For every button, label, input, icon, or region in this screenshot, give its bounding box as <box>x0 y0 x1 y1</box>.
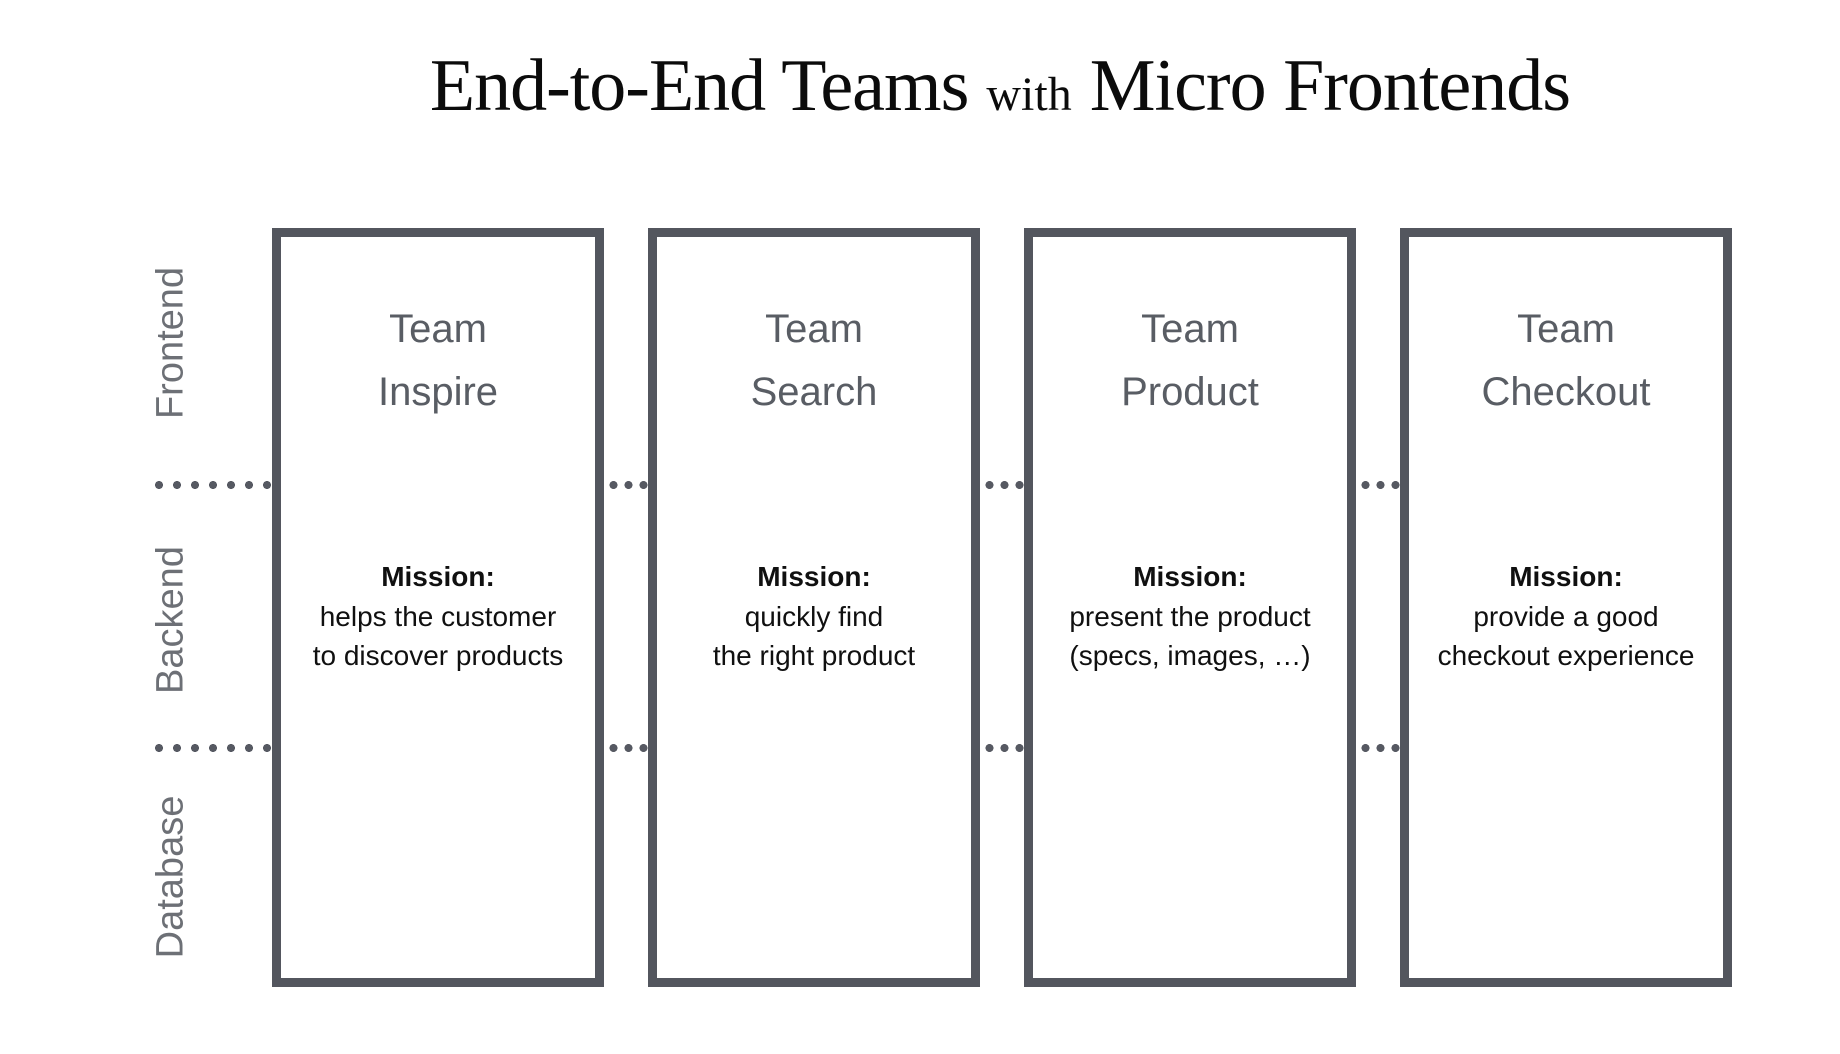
row-label-backend: Backend <box>149 546 192 694</box>
title-part-end-to-end-teams: End-to-End Teams <box>429 45 969 127</box>
team-name-line2: Product <box>1121 370 1259 414</box>
mission-text: Mission: present the product (specs, ima… <box>1069 557 1310 676</box>
mission-label: Mission: <box>757 560 871 592</box>
team-product-frontend-band: Team Product <box>1033 237 1347 485</box>
mission-line1: quickly find <box>744 600 884 632</box>
dotted-divider-frontend-backend-gap3 <box>1358 480 1400 490</box>
team-checkout-backend-band: Mission: provide a good checkout experie… <box>1409 485 1723 748</box>
team-checkout-database-band <box>1409 748 1723 978</box>
team-name-line2: Search <box>750 370 878 414</box>
dotted-divider-frontend-backend-left <box>150 480 271 490</box>
dotted-divider-backend-database-left <box>150 743 271 753</box>
team-name-line1: Team <box>389 306 487 351</box>
team-checkout-frontend-band: Team Checkout <box>1409 237 1723 485</box>
team-box-search: Team Search Mission: quickly find the ri… <box>648 228 980 987</box>
title-part-micro-frontends: Micro Frontends <box>1089 45 1571 127</box>
mission-line2: checkout experience <box>1437 640 1695 672</box>
mission-label: Mission: <box>1133 560 1247 592</box>
mission-line1: present the product <box>1069 600 1311 632</box>
dotted-divider-backend-database-gap3 <box>1358 743 1400 753</box>
team-name-line1: Team <box>765 306 863 351</box>
mission-line2: (specs, images, …) <box>1069 640 1311 672</box>
mission-label: Mission: <box>381 560 495 592</box>
team-name-line2: Checkout <box>1481 370 1651 414</box>
team-inspire-frontend-band: Team Inspire <box>281 237 595 485</box>
team-name-line2: Inspire <box>377 370 499 414</box>
team-name: Team Product <box>1121 298 1259 424</box>
mission-line1: provide a good <box>1473 600 1659 632</box>
team-search-backend-band: Mission: quickly find the right product <box>657 485 971 748</box>
team-name-line1: Team <box>1141 306 1239 351</box>
mission-line2: to discover products <box>312 640 564 672</box>
row-label-database: Database <box>149 795 192 959</box>
mission-text: Mission: helps the customer to discover … <box>313 557 564 676</box>
team-search-frontend-band: Team Search <box>657 237 971 485</box>
team-name: Team Checkout <box>1482 298 1651 424</box>
team-name-line1: Team <box>1517 306 1615 351</box>
team-box-inspire: Team Inspire Mission: helps the customer… <box>272 228 604 987</box>
team-box-product: Team Product Mission: present the produc… <box>1024 228 1356 987</box>
team-inspire-database-band <box>281 748 595 978</box>
team-product-database-band <box>1033 748 1347 978</box>
team-name: Team Search <box>751 298 878 424</box>
team-name: Team Inspire <box>378 298 498 424</box>
mission-line2: the right product <box>712 640 916 672</box>
team-inspire-backend-band: Mission: helps the customer to discover … <box>281 485 595 748</box>
row-label-frontend: Frontend <box>149 266 192 420</box>
dotted-divider-frontend-backend-gap1 <box>606 480 648 490</box>
page-title: End-to-End Teams with Micro Frontends <box>250 44 1750 129</box>
title-connector-with: with <box>986 68 1072 121</box>
dotted-divider-backend-database-gap1 <box>606 743 648 753</box>
dotted-divider-backend-database-gap2 <box>982 743 1024 753</box>
dotted-divider-frontend-backend-gap2 <box>982 480 1024 490</box>
team-product-backend-band: Mission: present the product (specs, ima… <box>1033 485 1347 748</box>
mission-label: Mission: <box>1509 560 1623 592</box>
team-box-checkout: Team Checkout Mission: provide a good ch… <box>1400 228 1732 987</box>
mission-text: Mission: quickly find the right product <box>713 557 915 676</box>
team-search-database-band <box>657 748 971 978</box>
mission-text: Mission: provide a good checkout experie… <box>1438 557 1695 676</box>
mission-line1: helps the customer <box>319 600 557 632</box>
